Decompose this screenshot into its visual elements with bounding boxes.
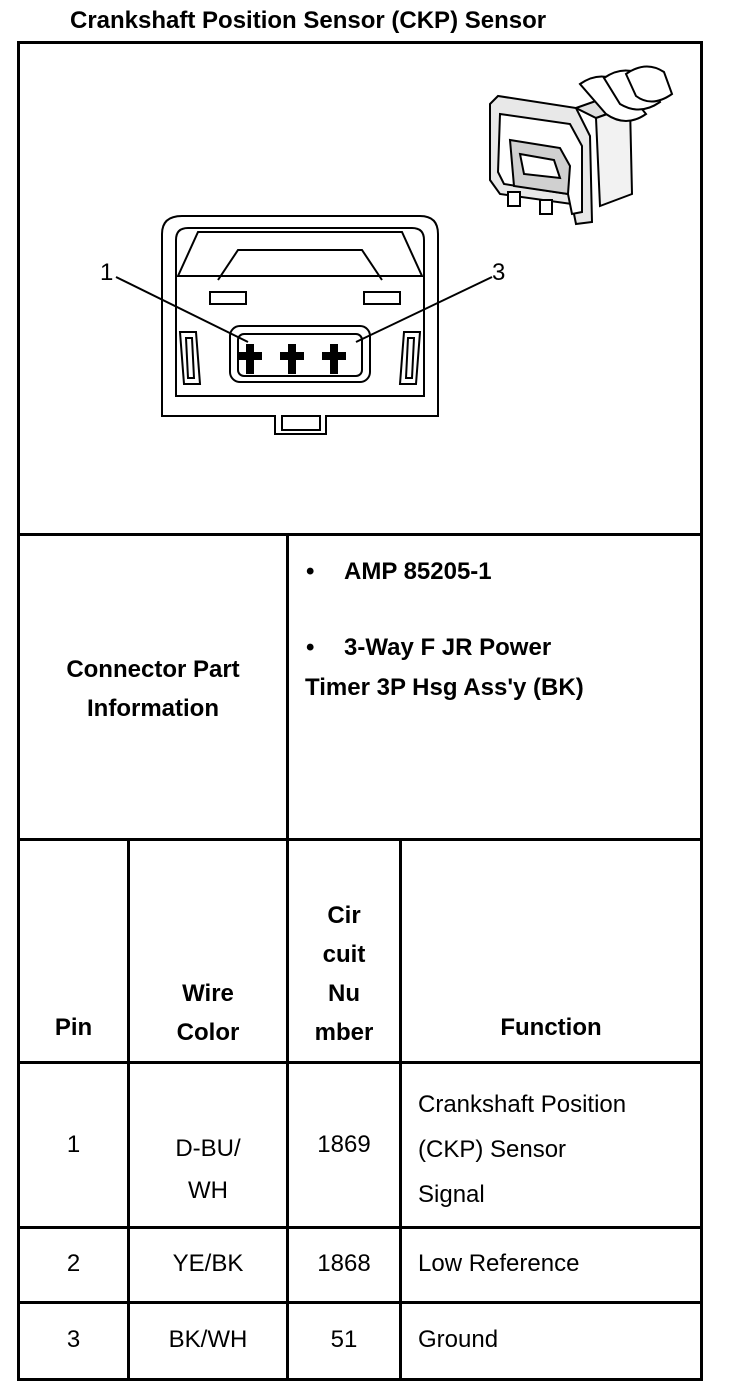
- table-frame: [17, 41, 703, 1381]
- connector-info-bullet-2: •: [306, 634, 315, 661]
- row-1-function: Crankshaft Position (CKP) Sensor Signal: [418, 1091, 627, 1208]
- terminal-2: [280, 344, 304, 374]
- connector-3d-illustration: [489, 65, 674, 226]
- connector-face-outline: [161, 215, 439, 435]
- row-2-wire-color: YE/BK: [172, 1250, 244, 1277]
- header-pin: Pin: [54, 1014, 93, 1041]
- divider-diagram: [17, 533, 703, 536]
- connector-info-label-line2: Information: [87, 695, 219, 722]
- divider-pin-column: [127, 838, 130, 1381]
- row-2-circuit: 1868: [317, 1250, 371, 1277]
- connector-description-line2: Timer 3P Hsg Ass'y (BK): [305, 674, 584, 701]
- terminal-1: [238, 344, 262, 374]
- header-wire-color: Wire Color: [176, 980, 240, 1046]
- connector-info-bullet-1: •: [306, 558, 315, 585]
- row-1-wire-color: D-BU/ WH: [175, 1135, 241, 1204]
- row-2-pin: 2: [66, 1250, 81, 1277]
- row-1-pin: 1: [66, 1131, 81, 1158]
- connector-diagram: 1 3: [100, 65, 674, 435]
- header-circuit-number: Cir cuit Nu mber: [314, 902, 374, 1046]
- connector-info-label: Connector Part Information: [20, 650, 286, 728]
- connector-part-number: AMP 85205-1: [344, 558, 492, 585]
- connector-description-line1: 3-Way F JR Power: [344, 634, 552, 661]
- divider-row-1: [17, 1226, 703, 1229]
- divider-info-column: [286, 533, 289, 1381]
- pin-cavity: [229, 325, 371, 383]
- connector-info-label-line1: Connector Part: [66, 656, 240, 683]
- divider-row-2: [17, 1301, 703, 1304]
- divider-circuit-column: [399, 838, 402, 1381]
- terminal-3: [322, 344, 346, 374]
- pin-label-3: 3: [492, 259, 505, 286]
- divider-header: [17, 1061, 703, 1064]
- row-3-wire-color: BK/WH: [168, 1326, 248, 1353]
- row-2-function: Low Reference: [418, 1250, 580, 1277]
- header-function: Function: [500, 1014, 602, 1041]
- row-3-pin: 3: [66, 1326, 81, 1353]
- row-3-circuit: 51: [330, 1326, 358, 1353]
- leader-line-3: [355, 276, 493, 343]
- row-3-function: Ground: [418, 1326, 499, 1353]
- document-title: Crankshaft Position Sensor (CKP) Sensor: [70, 7, 547, 34]
- connector-face-inner: [175, 227, 425, 397]
- divider-connector-info: [17, 838, 703, 841]
- pin-label-1: 1: [100, 259, 113, 286]
- row-1-circuit: 1869: [317, 1131, 371, 1158]
- leader-line-1: [115, 276, 249, 343]
